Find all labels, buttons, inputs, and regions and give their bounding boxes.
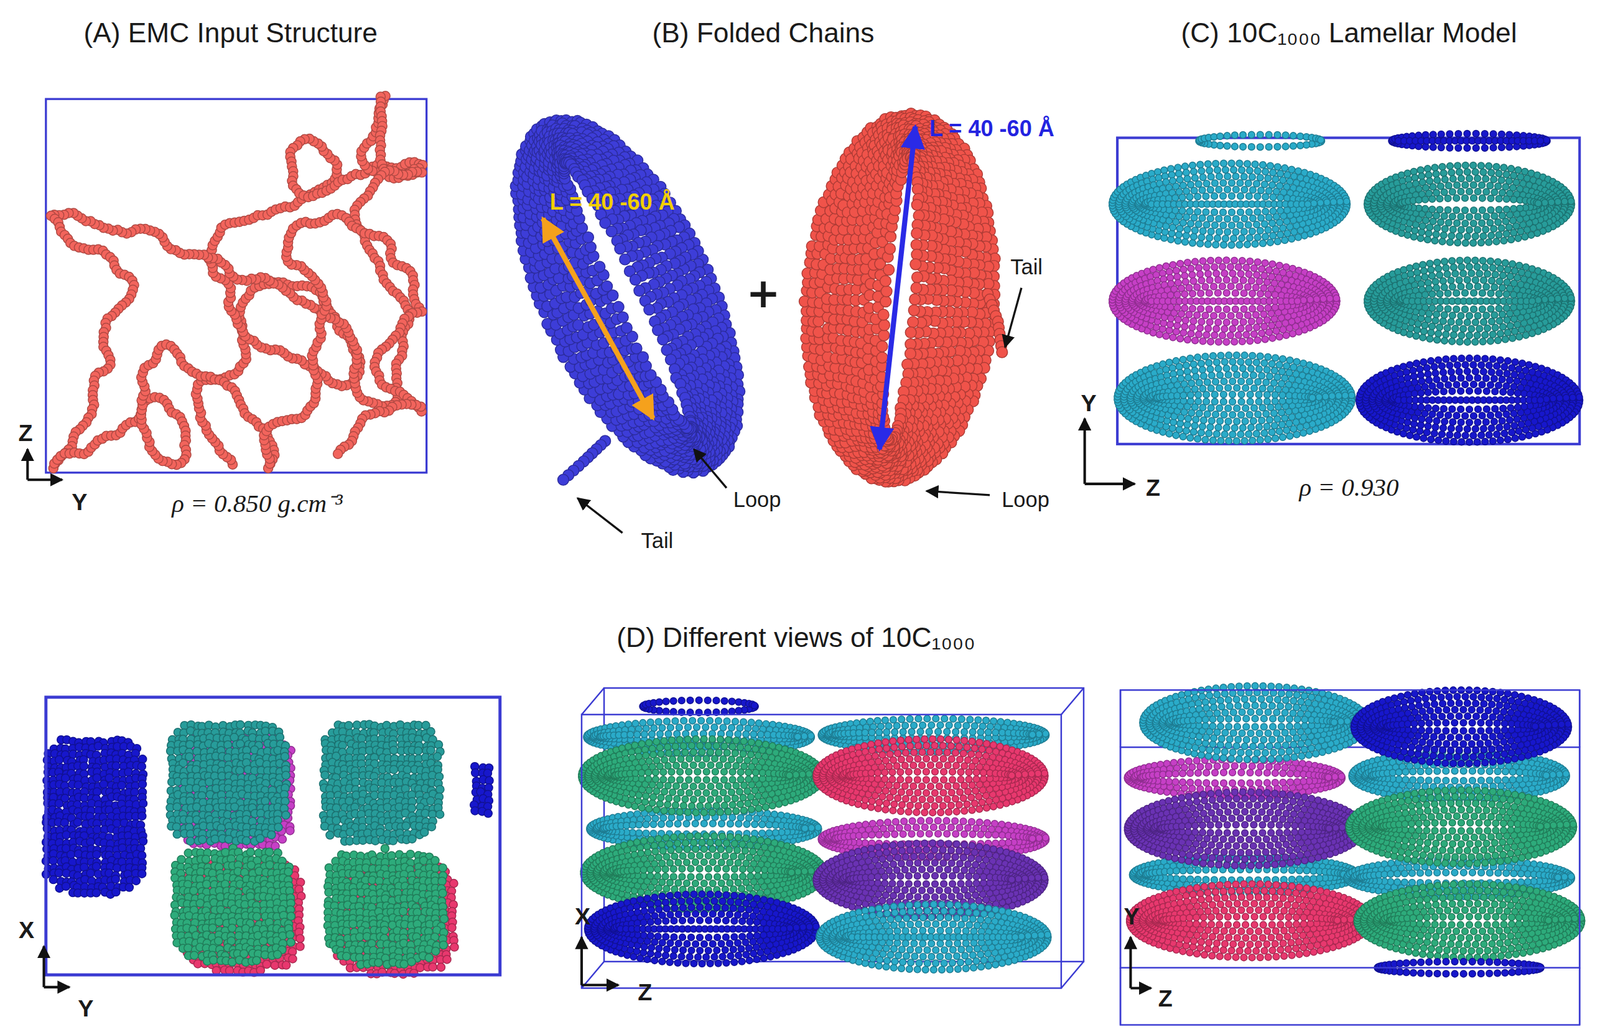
polymer-bead <box>620 322 633 334</box>
polymer-bead <box>633 284 646 297</box>
polymer-bead <box>617 311 629 323</box>
polymer-bead <box>582 232 595 244</box>
polymer-bead <box>619 253 631 266</box>
polymer-bead <box>601 280 613 292</box>
polymer-bead <box>594 261 606 273</box>
polymer-bead <box>558 474 570 486</box>
polymer-bead <box>643 304 656 316</box>
polymer-bead <box>657 334 669 346</box>
polymer-bead <box>333 449 343 459</box>
polymer-bead <box>612 301 624 313</box>
polymer-bead <box>585 241 597 253</box>
polymer-bead <box>630 342 642 354</box>
polymer-bead <box>614 243 626 255</box>
polymer-bead <box>630 274 642 286</box>
